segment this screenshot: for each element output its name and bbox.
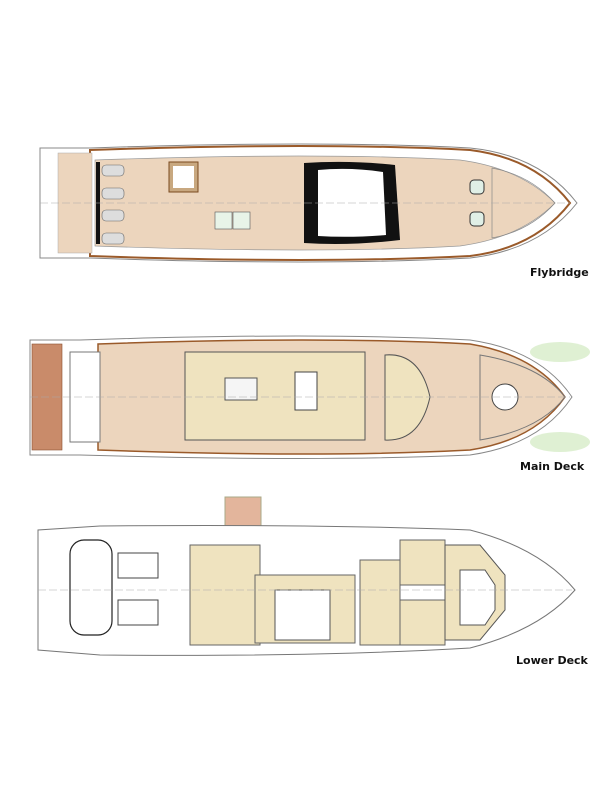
- lower-deck-plan: [37, 496, 576, 656]
- flybridge-plan: [39, 143, 578, 263]
- deck-label-flybridge: Flybridge: [530, 266, 589, 279]
- deck-label-lower-deck: Lower Deck: [516, 654, 588, 667]
- main-deck-plan: [29, 335, 590, 459]
- deck-label-main-deck: Main Deck: [520, 460, 585, 473]
